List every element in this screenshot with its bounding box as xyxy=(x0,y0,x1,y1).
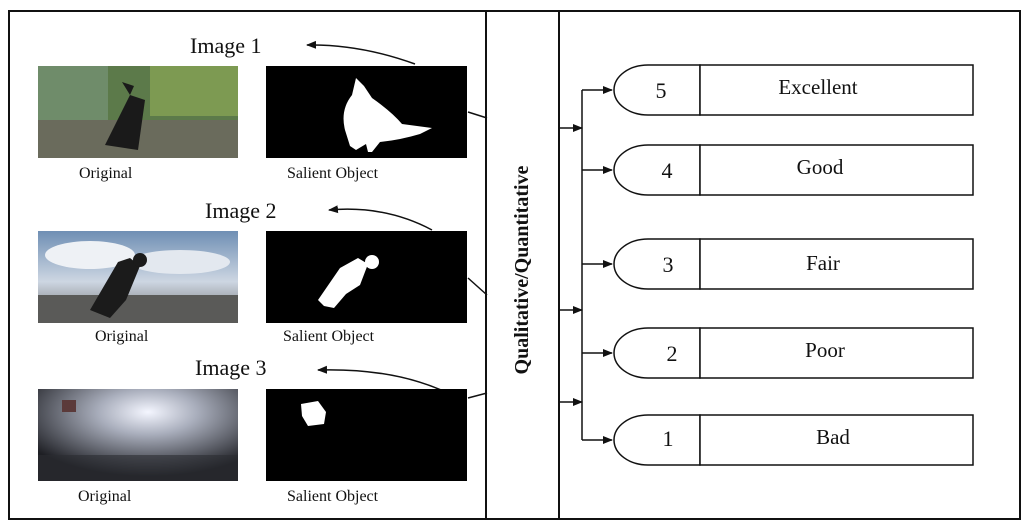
grade-3-label: Fair xyxy=(806,251,840,275)
image-3-arrow xyxy=(317,365,442,391)
grade-1-label: Bad xyxy=(816,425,850,449)
image-1-salient-caption: Salient Object xyxy=(287,165,379,182)
grade-4-shape xyxy=(613,144,701,196)
grade-1-shape xyxy=(613,414,701,466)
grade-2-number: 2 xyxy=(667,341,678,366)
grade-5-box xyxy=(699,64,974,116)
image-2-original-photo xyxy=(38,231,238,323)
grade-2-box xyxy=(699,327,974,379)
image-3-original-photo xyxy=(38,389,238,481)
image-1-original-photo xyxy=(38,66,238,158)
grade-5-number: 5 xyxy=(656,78,667,103)
image-3-title: Image 3 xyxy=(195,355,266,380)
grade-1-number: 1 xyxy=(663,426,674,451)
image-2-salient-caption: Salient Object xyxy=(283,328,375,345)
grade-row-4: 4 Good xyxy=(613,144,974,196)
image-2-arrow xyxy=(328,205,433,231)
grade-4-label: Good xyxy=(797,155,844,179)
image-1-arrow xyxy=(306,40,416,65)
connector-image-2 xyxy=(467,277,488,296)
grade-2-shape xyxy=(613,327,701,379)
grade-row-2: 2 Poor xyxy=(613,327,974,379)
image-3-original-caption: Original xyxy=(78,488,132,505)
connector-image-1 xyxy=(467,111,488,119)
vertical-title: Qualitative/Quantitative xyxy=(511,165,533,374)
image-1-salient-mask xyxy=(266,66,467,158)
grade-3-shape xyxy=(613,238,701,290)
image-2-original-caption: Original xyxy=(95,328,149,345)
image-1-original-caption: Original xyxy=(79,165,133,182)
grade-3-box xyxy=(699,238,974,290)
image-2-title: Image 2 xyxy=(205,198,276,223)
grade-row-5: 5 Excellent xyxy=(613,64,974,116)
grade-5-label: Excellent xyxy=(778,75,857,99)
grade-row-3: 3 Fair xyxy=(613,238,974,290)
grade-4-box xyxy=(699,144,974,196)
image-2-salient-mask xyxy=(266,231,467,323)
image-1-title: Image 1 xyxy=(190,33,261,58)
image-3-salient-mask xyxy=(266,389,467,481)
connector-image-3 xyxy=(467,392,488,399)
grade-row-1: 1 Bad xyxy=(613,414,974,466)
grade-3-number: 3 xyxy=(663,252,674,277)
grade-2-label: Poor xyxy=(805,338,845,362)
grade-4-number: 4 xyxy=(662,158,673,183)
grade-5-shape xyxy=(613,64,701,116)
image-3-salient-caption: Salient Object xyxy=(287,488,379,505)
right-panel xyxy=(558,10,1021,520)
grade-1-box xyxy=(699,414,974,466)
